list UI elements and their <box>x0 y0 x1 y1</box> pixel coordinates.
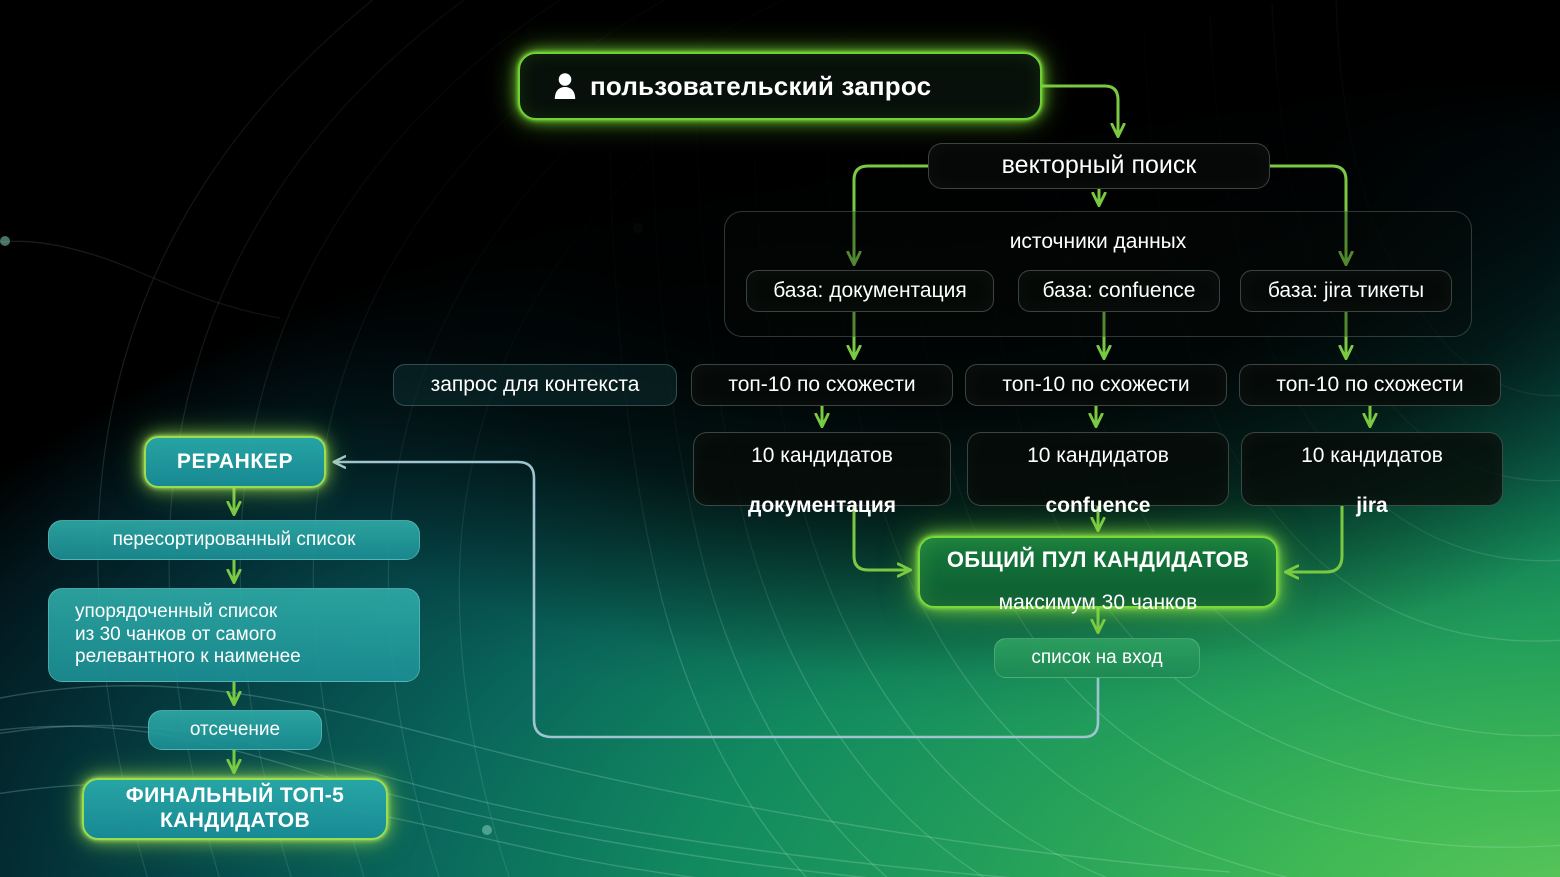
user-icon <box>554 73 576 99</box>
candidate-pool-subtitle: максимум 30 чанков <box>998 591 1198 615</box>
reranker-node[interactable]: РЕРАНКЕР <box>144 436 326 488</box>
top-matches-jira-label: топ-10 по схожести <box>1276 372 1464 396</box>
cutoff-label: отсечение <box>189 718 281 740</box>
top-matches-documentation[interactable]: топ-10 по схожести <box>691 364 953 406</box>
ordered-list-label: упорядоченный список из 30 чанков от сам… <box>75 601 301 668</box>
candidates-confluence-count: 10 кандидатов <box>1027 444 1169 468</box>
candidates-jira-source: jira <box>1356 493 1388 517</box>
resorted-list-label: пересортированный список <box>112 528 356 550</box>
user-query-label: пользовательский запрос <box>590 70 932 101</box>
ordered-list-node[interactable]: упорядоченный список из 30 чанков от сам… <box>48 588 420 682</box>
candidates-jira-text: 10 кандидатов jira <box>1301 419 1443 518</box>
candidates-documentation-source: документация <box>747 493 896 517</box>
database-documentation[interactable]: база: документация <box>746 270 994 312</box>
context-query-node[interactable]: запрос для контекста <box>393 364 677 406</box>
data-sources-label: источники данных <box>1009 230 1187 253</box>
cutoff-node[interactable]: отсечение <box>148 710 322 750</box>
database-jira-label: база: jira тикеты <box>1267 278 1425 302</box>
reranker-label: РЕРАНКЕР <box>176 449 294 473</box>
database-jira[interactable]: база: jira тикеты <box>1240 270 1452 312</box>
vector-search-label: векторный поиск <box>1001 151 1197 180</box>
candidates-confluence-text: 10 кандидатов confuence <box>1027 419 1169 518</box>
resorted-list-node[interactable]: пересортированный список <box>48 520 420 560</box>
database-documentation-label: база: документация <box>773 278 967 302</box>
database-confluence[interactable]: база: confuence <box>1018 270 1220 312</box>
candidates-documentation-text: 10 кандидатов документация <box>748 419 896 518</box>
candidates-jira[interactable]: 10 кандидатов jira <box>1241 432 1503 517</box>
top-matches-confluence[interactable]: топ-10 по схожести <box>965 364 1227 406</box>
candidates-documentation-count: 10 кандидатов <box>751 444 893 468</box>
final-top5-node[interactable]: ФИНАЛЬНЫЙ ТОП-5 КАНДИДАТОВ <box>82 778 388 840</box>
input-list-node[interactable]: список на вход <box>994 638 1200 678</box>
candidate-pool-node[interactable]: ОБЩИЙ ПУЛ КАНДИДАТОВ максимум 30 чанков <box>918 536 1278 614</box>
candidates-jira-count: 10 кандидатов <box>1301 444 1443 468</box>
top-matches-documentation-label: топ-10 по схожести <box>728 372 916 396</box>
database-confluence-label: база: confuence <box>1042 278 1196 302</box>
top-matches-jira[interactable]: топ-10 по схожести <box>1239 364 1501 406</box>
candidates-confluence[interactable]: 10 кандидатов confuence <box>967 432 1229 517</box>
candidates-documentation[interactable]: 10 кандидатов документация <box>693 432 951 517</box>
candidate-pool-title: ОБЩИЙ ПУЛ КАНДИДАТОВ <box>946 546 1250 572</box>
candidates-confluence-source: confuence <box>1045 493 1151 517</box>
final-top5-label: ФИНАЛЬНЫЙ ТОП-5 КАНДИДАТОВ <box>125 784 345 832</box>
context-query-label: запрос для контекста <box>430 372 640 396</box>
input-list-label: список на вход <box>1031 646 1163 668</box>
candidate-pool-text: ОБЩИЙ ПУЛ КАНДИДАТОВ максимум 30 чанков <box>947 528 1249 616</box>
vector-search-node[interactable]: векторный поиск <box>928 143 1270 189</box>
user-query-node[interactable]: пользовательский запрос <box>518 52 1042 120</box>
top-matches-confluence-label: топ-10 по схожести <box>1002 372 1190 396</box>
